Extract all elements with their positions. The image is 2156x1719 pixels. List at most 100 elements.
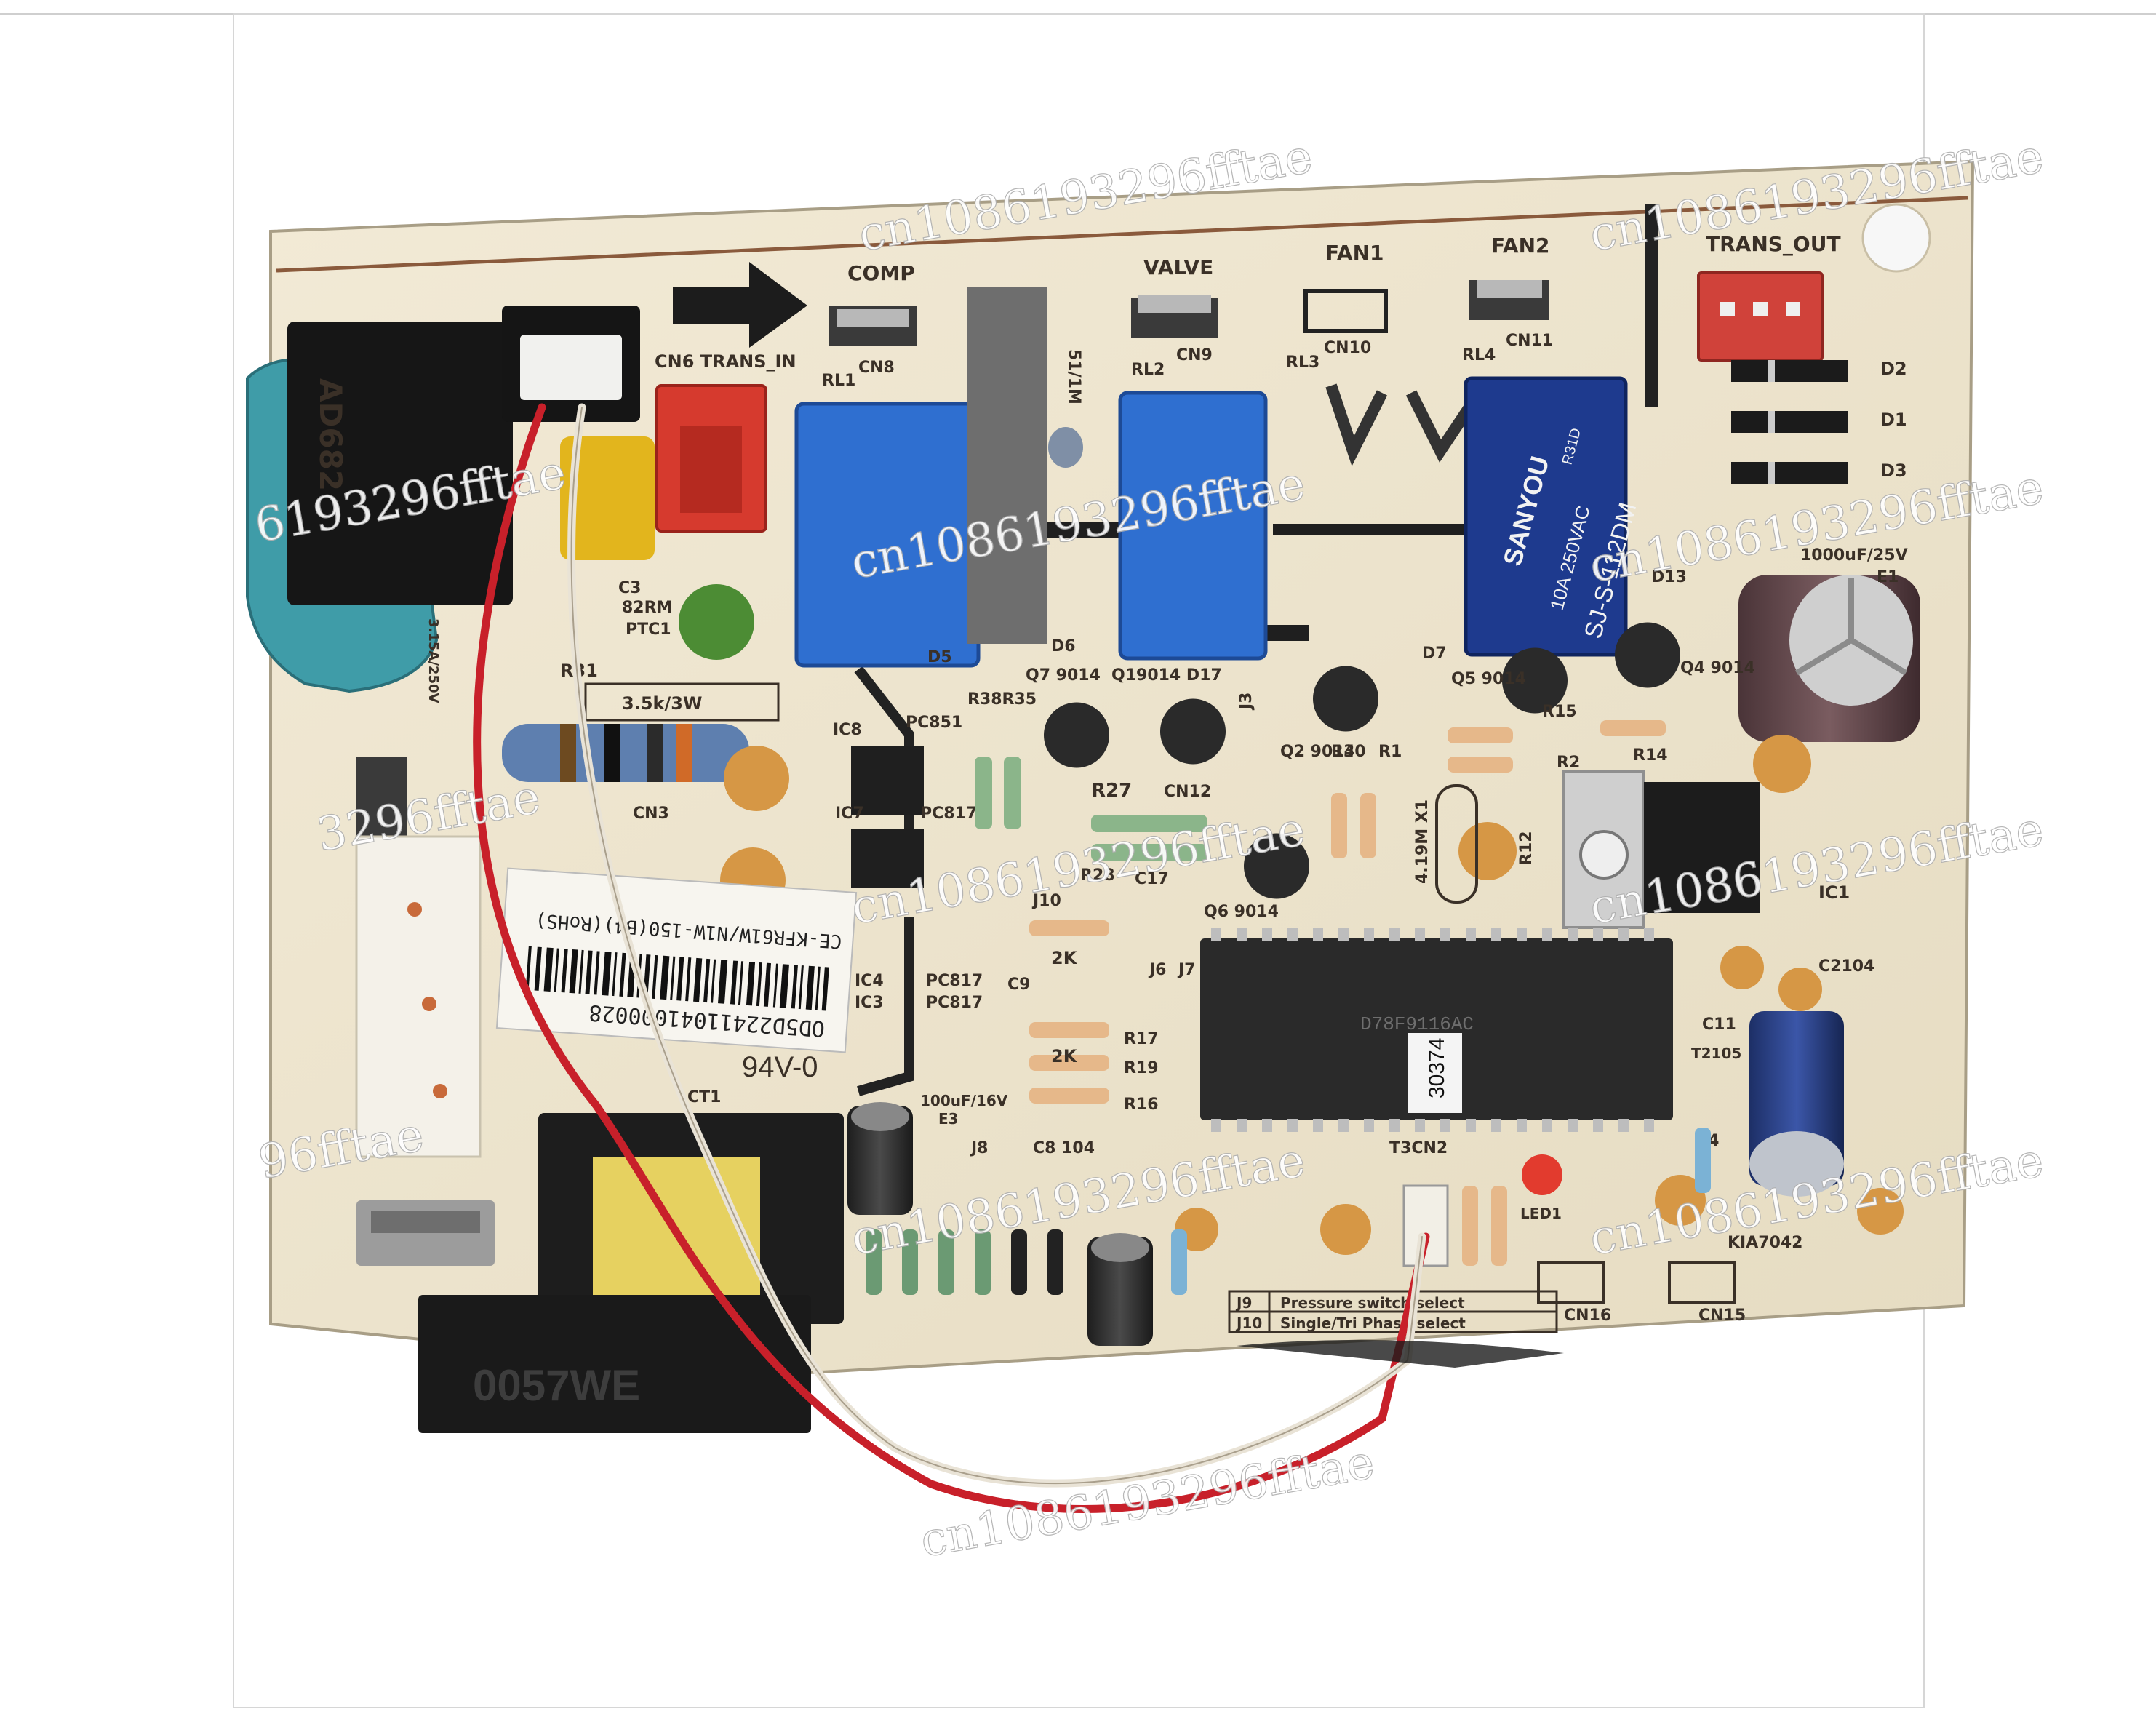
label-c2: C2104 bbox=[1818, 957, 1874, 976]
soot-stain bbox=[1237, 1340, 1564, 1368]
label-x1: 4.19M X1 bbox=[1413, 799, 1432, 884]
label-fan1: FAN1 bbox=[1325, 241, 1384, 265]
label-e3-value: 100uF/16V bbox=[920, 1092, 1008, 1109]
crystal-x1 bbox=[1435, 784, 1478, 904]
cn3-connector bbox=[356, 757, 407, 851]
mcu-pins bbox=[1211, 928, 1654, 1132]
mcu-sticker bbox=[1408, 1033, 1462, 1113]
label-c8: C8 104 bbox=[1033, 1139, 1095, 1157]
label-q7: Q7 9014 bbox=[1026, 666, 1101, 685]
label-j3: J3 bbox=[1237, 693, 1255, 711]
yellow-capacitor bbox=[560, 436, 655, 560]
label-r14: R14 bbox=[1633, 746, 1668, 765]
label-ic4: IC4 bbox=[855, 972, 884, 990]
ceramic-capacitor bbox=[1778, 968, 1822, 1011]
transformer-marking: 0057WE bbox=[473, 1361, 640, 1410]
label-r28: R28 bbox=[1080, 866, 1115, 885]
ceramic-capacitor bbox=[724, 746, 789, 811]
label-r30-r1: R30 bbox=[1331, 743, 1366, 761]
label-e1-value: 1000uF/25V bbox=[1800, 546, 1908, 565]
label-cn8: CN8 bbox=[858, 359, 895, 377]
label-cn3: CN3 bbox=[633, 805, 669, 823]
bracket-hole bbox=[433, 1084, 447, 1098]
resistor-r31 bbox=[502, 724, 749, 782]
label-d2: D2 bbox=[1880, 359, 1907, 379]
label-t2105: T2105 bbox=[1691, 1045, 1741, 1062]
jumper-row1-id: J9 bbox=[1235, 1294, 1252, 1312]
ceramic-capacitor bbox=[1320, 1204, 1371, 1255]
transistor-q6 bbox=[1244, 833, 1309, 899]
ceramic-capacitor bbox=[1655, 1175, 1706, 1226]
label-trans-in: CN6 TRANS_IN bbox=[655, 351, 796, 372]
label-e1: E1 bbox=[1877, 568, 1899, 586]
label-d3: D3 bbox=[1880, 460, 1907, 481]
label-cn11: CN11 bbox=[1506, 332, 1553, 350]
label-r1: R1 bbox=[1378, 743, 1402, 761]
label-rl4: RL4 bbox=[1462, 346, 1496, 364]
label-d5: D5 bbox=[927, 648, 952, 666]
connector-cn16 bbox=[1537, 1261, 1605, 1304]
trans-out-pins bbox=[1720, 302, 1800, 316]
spade-terminal-comp bbox=[829, 306, 917, 346]
label-t3cn2: T3CN2 bbox=[1389, 1139, 1448, 1157]
capacitor-blue bbox=[1749, 1011, 1844, 1197]
fuse-holder bbox=[287, 322, 513, 605]
label-pc817-a: PC817 bbox=[920, 805, 977, 823]
label-r27: R27 bbox=[1091, 780, 1132, 802]
label-cn15: CN15 bbox=[1698, 1307, 1746, 1325]
lower-component-row bbox=[866, 1128, 1711, 1295]
label-kia: KIA7042 bbox=[1728, 1234, 1803, 1252]
ceramic-capacitor bbox=[1720, 946, 1764, 989]
r31-outline bbox=[584, 682, 780, 722]
label-d13: D13 bbox=[1651, 568, 1687, 586]
label-r12: R12 bbox=[1517, 831, 1536, 866]
ceramic-capacitor bbox=[1857, 1188, 1904, 1235]
label-r2k-a: 2K bbox=[1051, 948, 1078, 968]
label-valve: VALVE bbox=[1143, 255, 1213, 279]
jumper-row2-text: Single/Tri Phase select bbox=[1280, 1315, 1466, 1332]
label-d6: D6 bbox=[1051, 637, 1076, 655]
label-ic3: IC3 bbox=[855, 994, 884, 1012]
transistor-q4 bbox=[1615, 622, 1680, 688]
label-cn10: CN10 bbox=[1324, 339, 1371, 357]
led1 bbox=[1522, 1154, 1562, 1195]
diode-d1 bbox=[1731, 411, 1848, 433]
cn6-red-connector-slot bbox=[680, 426, 742, 513]
ceramic-capacitor bbox=[1458, 822, 1517, 880]
label-c17: C17 bbox=[1135, 870, 1169, 888]
label-ic8: IC8 bbox=[833, 721, 862, 739]
spade-terminal-fan1 bbox=[1303, 289, 1388, 333]
ul-mark: 94V-0 bbox=[742, 1051, 818, 1083]
diode-d3 bbox=[1731, 462, 1848, 484]
label-q5: Q5 9014 bbox=[1451, 670, 1526, 688]
ptc-thermistor bbox=[679, 584, 754, 660]
jumper-row2-id: J10 bbox=[1235, 1315, 1262, 1332]
barcode-bars bbox=[525, 946, 829, 1011]
pcb-trace bbox=[857, 917, 914, 1096]
label-cn12: CN12 bbox=[1164, 783, 1211, 801]
label-j10: J10 bbox=[1031, 892, 1061, 910]
pcb-trace bbox=[1325, 383, 1388, 466]
label-q4: Q4 9014 bbox=[1680, 659, 1755, 677]
capacitor-e3 bbox=[847, 1102, 913, 1215]
label-trans-out: TRANS_OUT bbox=[1706, 232, 1841, 256]
label-r16: R16 bbox=[1124, 1096, 1159, 1114]
label-comp: COMP bbox=[847, 261, 915, 285]
transistor-q7 bbox=[1044, 702, 1109, 768]
label-pc851: PC851 bbox=[906, 714, 962, 732]
label-rl2: RL2 bbox=[1131, 361, 1165, 379]
label-e3: E3 bbox=[938, 1110, 959, 1128]
direction-arrow bbox=[673, 262, 807, 348]
label-relay-coil: 51/1M bbox=[1065, 349, 1083, 404]
label-c11: C11 bbox=[1702, 1016, 1736, 1034]
capacitor-e1 bbox=[1738, 575, 1920, 742]
label-rl3: RL3 bbox=[1286, 354, 1319, 372]
jumper-row1-text: Pressure switch select bbox=[1280, 1294, 1465, 1312]
board-edge-line bbox=[276, 196, 1968, 273]
label-r15: R15 bbox=[1542, 703, 1577, 721]
label-c3: C3 bbox=[618, 579, 641, 597]
label-r19: R19 bbox=[1124, 1059, 1159, 1077]
relay-coil-component bbox=[1048, 427, 1083, 468]
label-q6: Q6 9014 bbox=[1204, 903, 1279, 921]
